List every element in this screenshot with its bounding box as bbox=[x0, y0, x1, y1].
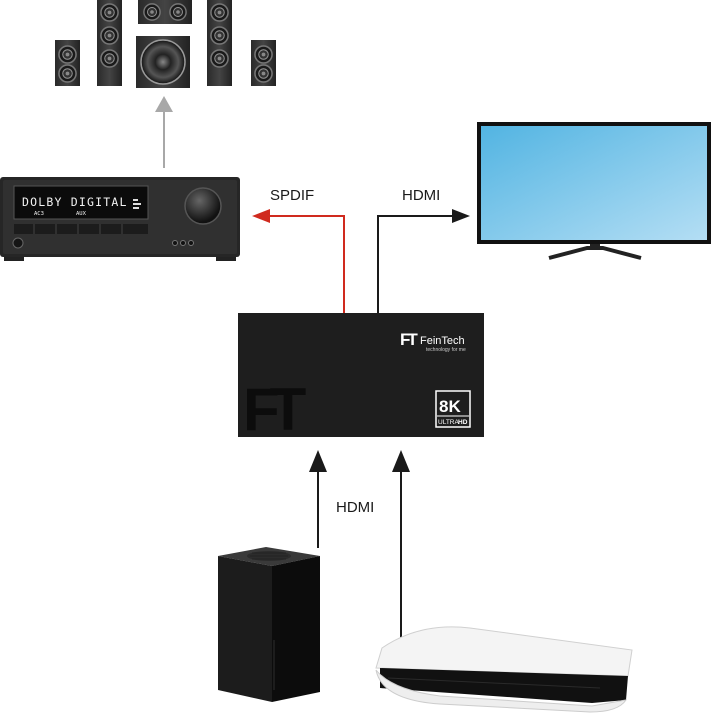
tv-icon bbox=[477, 122, 711, 260]
receiver-display-sub-left: AC3 bbox=[34, 211, 44, 217]
spdif-connection bbox=[252, 209, 345, 314]
badge-8k: 8K bbox=[439, 397, 461, 416]
hdmi-input-arrow-xbox bbox=[309, 450, 327, 548]
playstation-console-icon bbox=[375, 626, 633, 713]
spdif-label: SPDIF bbox=[270, 187, 314, 204]
brand-tagline: technology for me bbox=[426, 347, 466, 353]
speaker-icon bbox=[251, 40, 276, 86]
hdmi-output-label: HDMI bbox=[402, 187, 440, 204]
receiver-display-text: DOLBY DIGITAL bbox=[22, 195, 128, 209]
subwoofer-icon bbox=[136, 0, 192, 88]
speaker-icon bbox=[97, 0, 122, 86]
hdmi-extractor-icon: FT FT FeinTech technology for me 8K ULTR… bbox=[238, 313, 484, 443]
hdmi-output-connection bbox=[377, 209, 470, 314]
speaker-icon bbox=[55, 40, 80, 86]
av-receiver-icon: DOLBY DIGITAL AC3 AUX bbox=[0, 177, 240, 261]
receiver-display-sub-right: AUX bbox=[76, 211, 87, 217]
badge-ultra: ULTRA bbox=[438, 419, 459, 426]
speaker-output-arrow bbox=[155, 96, 173, 168]
hdmi-input-label: HDMI bbox=[336, 499, 374, 516]
xbox-console-icon bbox=[218, 547, 320, 702]
badge-hd: HD bbox=[458, 419, 468, 426]
brand-name: FeinTech bbox=[420, 335, 465, 347]
speaker-icon bbox=[207, 0, 232, 86]
hdmi-input-arrow-playstation bbox=[392, 450, 410, 640]
box-logo-mark: FT bbox=[243, 376, 306, 443]
